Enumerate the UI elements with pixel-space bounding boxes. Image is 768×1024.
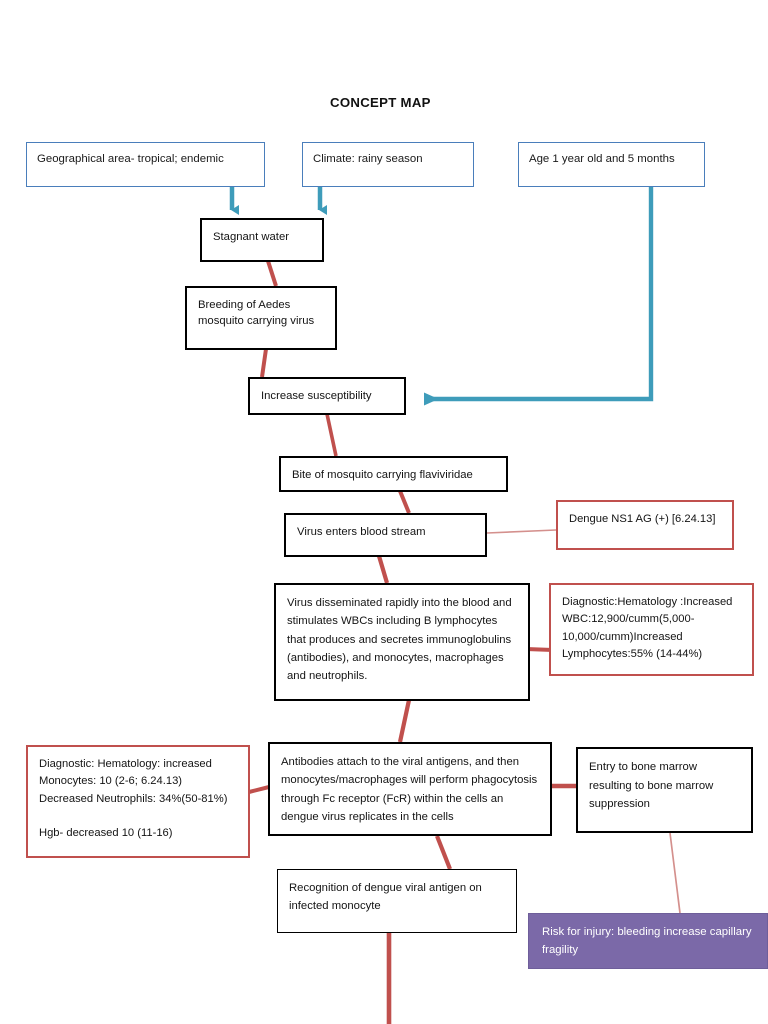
node-climate[interactable]: Climate: rainy season bbox=[302, 142, 474, 187]
node-stagnant-water[interactable]: Stagnant water bbox=[200, 218, 324, 262]
node-increase-susceptibility[interactable]: Increase susceptibility bbox=[248, 377, 406, 415]
edge-virus-enters-to-dengue-ns1 bbox=[486, 529, 557, 534]
node-bite-label: Bite of mosquito carrying flaviviridae bbox=[292, 469, 473, 481]
edge-dissemination-to-antibodies bbox=[397, 699, 412, 743]
node-stagnant-water-label: Stagnant water bbox=[213, 231, 289, 243]
node-dengue-ns1[interactable]: Dengue NS1 AG (+) [6.24.13] bbox=[556, 500, 734, 550]
edge-age-to-susceptibility bbox=[424, 186, 654, 406]
node-recognition-label: Recognition of dengue viral antigen on i… bbox=[289, 882, 482, 913]
node-virus-enters-label: Virus enters blood stream bbox=[297, 526, 426, 538]
edge-stagnant-to-breeding bbox=[266, 260, 278, 287]
node-dissemination[interactable]: Virus disseminated rapidly into the bloo… bbox=[274, 583, 530, 701]
node-virus-enters[interactable]: Virus enters blood stream bbox=[284, 513, 487, 557]
node-geographical-area-label: Geographical area- tropical; endemic bbox=[37, 153, 224, 165]
node-breeding-label: Breeding of Aedes mosquito carrying viru… bbox=[198, 299, 315, 328]
node-hematology-left-label: Diagnostic: Hematology: increased Monocy… bbox=[39, 758, 228, 840]
node-hematology-right[interactable]: Diagnostic:Hematology :Increased WBC:12,… bbox=[549, 583, 754, 676]
edge-bite-to-virus-enters bbox=[398, 490, 411, 514]
node-bite[interactable]: Bite of mosquito carrying flaviviridae bbox=[279, 456, 508, 492]
node-bone-marrow-label: Entry to bone marrow resulting to bone m… bbox=[589, 761, 714, 811]
node-bone-marrow[interactable]: Entry to bone marrow resulting to bone m… bbox=[576, 747, 753, 833]
edge-virus-enters-to-dissemination bbox=[376, 555, 390, 584]
node-dissemination-label: Virus disseminated rapidly into the bloo… bbox=[287, 597, 512, 683]
node-risk-injury[interactable]: Risk for injury: bleeding increase capil… bbox=[528, 913, 768, 969]
node-climate-label: Climate: rainy season bbox=[313, 153, 423, 165]
node-hematology-right-label: Diagnostic:Hematology :Increased WBC:12,… bbox=[562, 596, 733, 661]
node-recognition[interactable]: Recognition of dengue viral antigen on i… bbox=[277, 869, 517, 933]
edge-antibodies-to-recognition bbox=[435, 835, 452, 870]
edge-susceptibility-to-bite bbox=[325, 413, 338, 457]
node-dengue-ns1-label: Dengue NS1 AG (+) [6.24.13] bbox=[569, 513, 716, 525]
page-title: CONCEPT MAP bbox=[330, 95, 431, 110]
node-risk-injury-label: Risk for injury: bleeding increase capil… bbox=[542, 926, 752, 956]
node-geographical-area[interactable]: Geographical area- tropical; endemic bbox=[26, 142, 265, 187]
node-antibodies-label: Antibodies attach to the viral antigens,… bbox=[281, 756, 538, 823]
node-age-label: Age 1 year old and 5 months bbox=[529, 153, 675, 165]
edge-bone-marrow-to-risk-injury bbox=[669, 832, 681, 914]
node-breeding[interactable]: Breeding of Aedes mosquito carrying viru… bbox=[185, 286, 337, 350]
edge-breeding-to-susceptibility bbox=[260, 348, 268, 378]
node-increase-susceptibility-label: Increase susceptibility bbox=[261, 390, 372, 402]
node-antibodies[interactable]: Antibodies attach to the viral antigens,… bbox=[268, 742, 552, 836]
node-age[interactable]: Age 1 year old and 5 months bbox=[518, 142, 705, 187]
node-hematology-left[interactable]: Diagnostic: Hematology: increased Monocy… bbox=[26, 745, 250, 858]
